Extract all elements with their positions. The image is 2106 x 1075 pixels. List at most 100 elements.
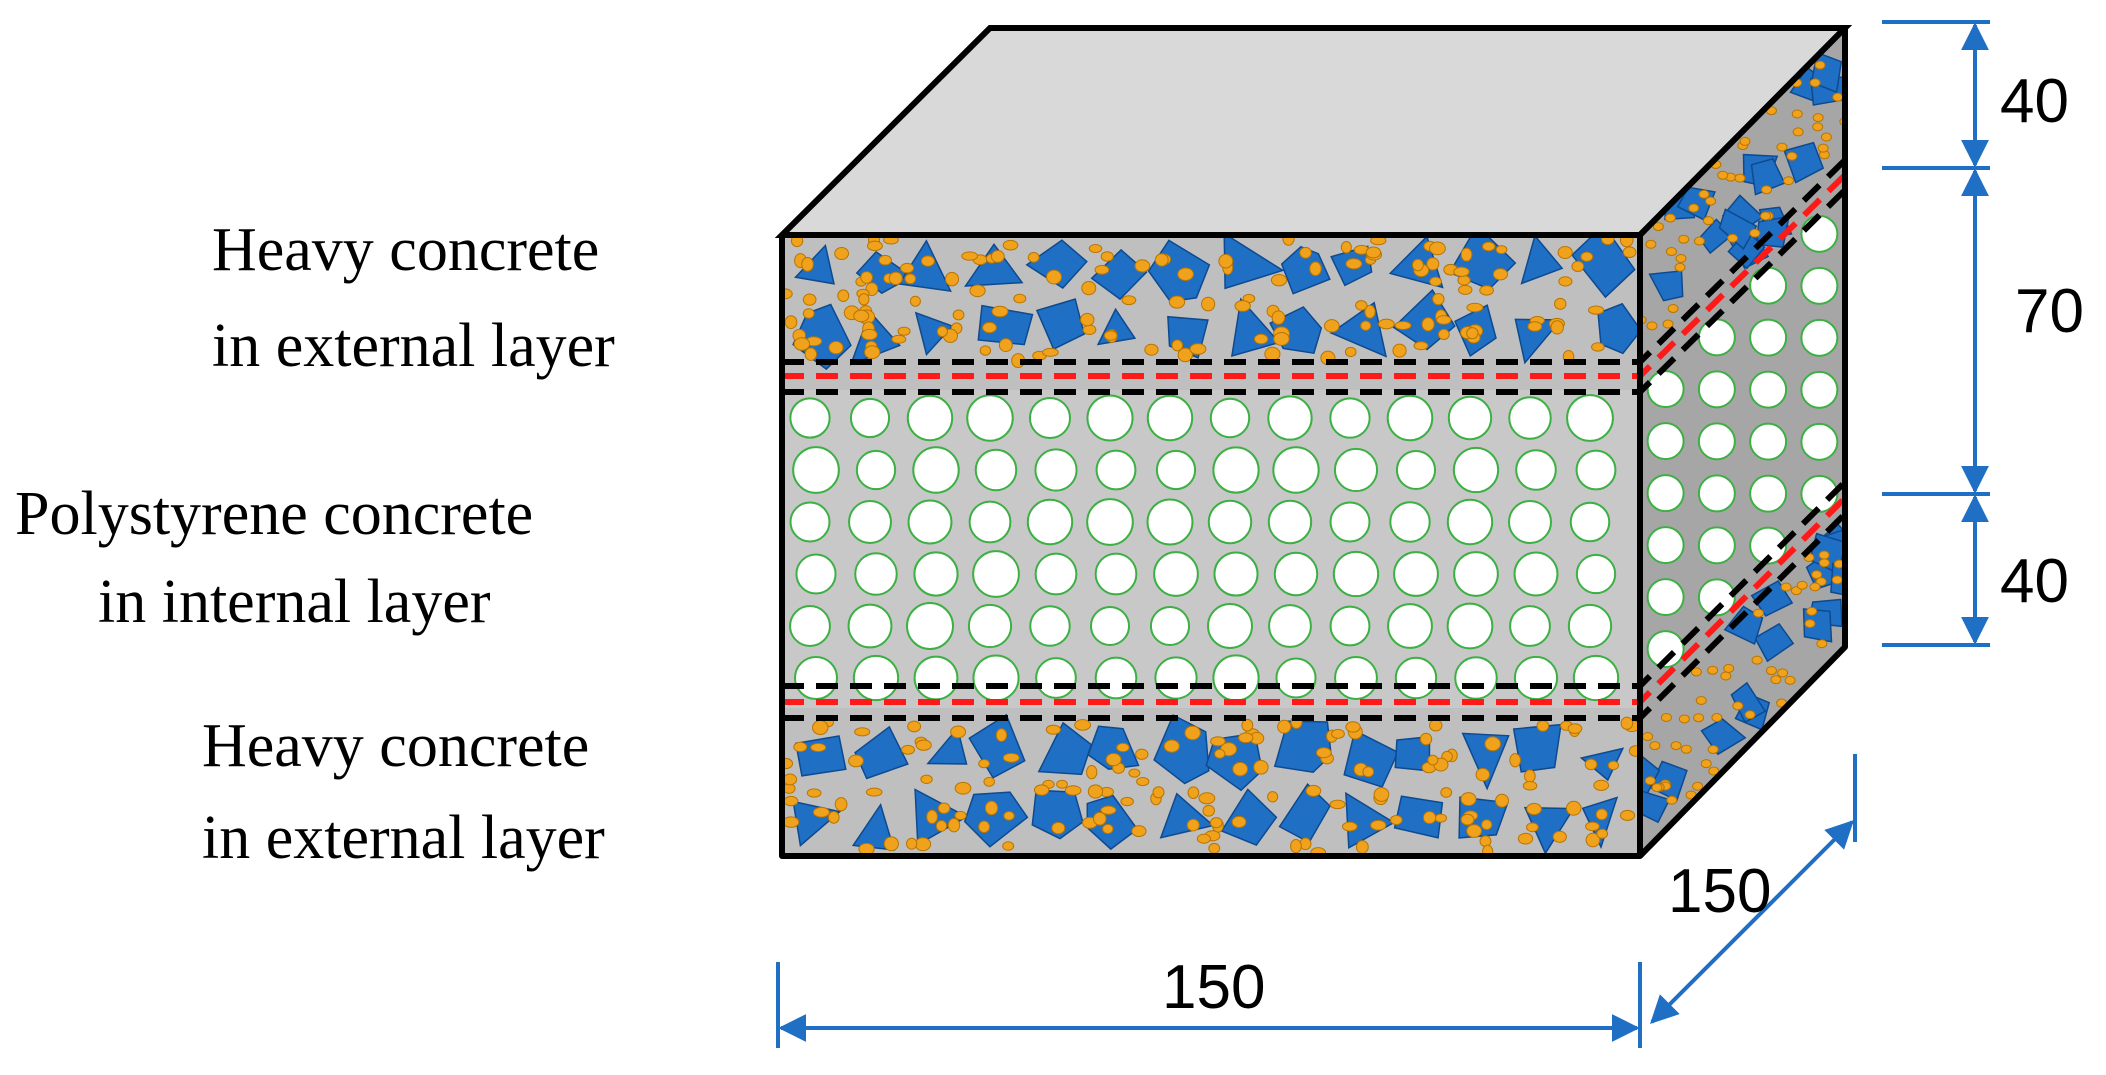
sand-grain	[1734, 173, 1746, 183]
polystyrene-bead	[1800, 474, 1839, 513]
sand-grain	[1739, 136, 1751, 146]
aggregate-particle	[1730, 681, 1767, 724]
sand-grain	[1432, 293, 1445, 306]
polystyrene-bead	[1034, 448, 1078, 492]
aggregate-particle	[964, 243, 1024, 287]
aggregate-particle	[1718, 208, 1758, 250]
sand-grain	[1585, 832, 1601, 848]
polystyrene-bead	[1800, 422, 1839, 461]
polystyrene-bead	[1267, 499, 1313, 545]
sand-grain	[952, 309, 965, 321]
aggregate-particle	[1345, 791, 1396, 850]
sand-grain	[983, 776, 995, 787]
aggregate-particle	[914, 311, 954, 357]
sand-grain	[853, 309, 870, 323]
sand-grain	[1585, 821, 1600, 832]
polystyrene-bead	[1212, 654, 1260, 702]
polystyrene-bead	[1086, 498, 1134, 546]
polystyrene-bead	[1387, 603, 1433, 649]
aggregate-particle	[1230, 297, 1281, 358]
sand-grain	[1749, 228, 1761, 238]
sand-grain	[1196, 833, 1211, 844]
sand-grain	[1440, 787, 1453, 798]
polystyrene-bead	[1329, 501, 1371, 543]
sand-grain	[1460, 813, 1475, 826]
aggregate-particle	[1520, 235, 1564, 285]
sand-grain	[1429, 276, 1442, 287]
sand-grain	[1198, 792, 1216, 805]
polystyrene-bead	[1800, 214, 1839, 253]
side-face-texture	[1640, 51, 1845, 824]
sand-grain	[920, 255, 935, 267]
sand-grain	[793, 337, 811, 351]
sand-grain	[1593, 779, 1610, 791]
sand-grain	[1177, 347, 1193, 363]
polystyrene-bead	[1034, 552, 1078, 596]
sand-grain	[1692, 781, 1704, 791]
sand-grain	[1214, 748, 1226, 759]
sand-grain	[1595, 808, 1608, 821]
sand-grain	[1667, 303, 1679, 313]
polystyrene-bead	[1094, 656, 1138, 700]
sand-grain	[1299, 246, 1312, 259]
sand-grain	[1045, 724, 1061, 735]
sand-grain	[1086, 764, 1098, 780]
sand-grain	[1690, 667, 1702, 677]
sand-grain	[1526, 822, 1539, 833]
sand-grain	[1818, 550, 1830, 560]
sand-grain	[1702, 216, 1714, 226]
sand-grain	[990, 249, 1005, 263]
sand-grain	[1419, 732, 1433, 746]
dimension-lines	[776, 20, 1990, 1048]
polystyrene-bead	[1800, 318, 1839, 357]
sand-grain	[1046, 269, 1063, 285]
aggregate-particle	[1086, 794, 1139, 851]
aggregate-particle	[1723, 605, 1764, 646]
dimension-depth: 150	[1668, 857, 1771, 926]
sand-grain	[1765, 666, 1777, 676]
label-bottom-layer-line1: Heavy concrete	[202, 712, 589, 780]
sand-grain	[935, 819, 948, 832]
sand-grain	[1666, 795, 1678, 805]
polystyrene-bead	[907, 499, 953, 545]
dimension-width: 150	[1162, 953, 1265, 1022]
sand-grain	[1002, 841, 1015, 851]
polystyrene-bead	[1513, 655, 1559, 701]
aggregate-particle	[1037, 721, 1093, 776]
sand-grain	[810, 742, 827, 753]
sand-grain	[1550, 320, 1564, 335]
sand-grain	[1100, 805, 1117, 815]
aggregate-particle	[1393, 795, 1444, 839]
sand-grain	[1100, 251, 1114, 262]
sand-grain	[1557, 246, 1573, 260]
polystyrene-bead	[1209, 397, 1251, 439]
polystyrene-bead	[1697, 422, 1736, 461]
sand-grain	[961, 251, 979, 261]
sand-grain	[1270, 273, 1288, 287]
sand-grain	[1678, 714, 1690, 724]
sand-grain	[1437, 328, 1450, 341]
polystyrene-bead	[912, 446, 960, 494]
sand-grain	[1092, 811, 1107, 826]
dimension-height-middle: 70	[2015, 277, 2084, 346]
aggregate-particle	[1278, 783, 1331, 844]
sand-grain	[1688, 203, 1700, 213]
sand-grain	[1355, 840, 1369, 854]
heavy-concrete-texture-bottom	[782, 713, 1640, 856]
sand-grain	[1678, 234, 1690, 244]
sand-grain	[978, 820, 991, 834]
sand-grain	[1103, 330, 1118, 341]
sand-grain	[848, 754, 864, 768]
sand-grain	[1814, 60, 1826, 70]
sand-grain	[812, 720, 829, 735]
sand-grain	[1116, 742, 1130, 753]
sand-grain	[1064, 785, 1082, 796]
sand-grain	[1002, 752, 1020, 763]
polystyrene-bead	[1749, 526, 1788, 565]
sand-grain	[860, 271, 873, 284]
sand-grain	[1392, 343, 1407, 358]
sand-grain	[1651, 783, 1663, 793]
sand-grain	[1695, 695, 1707, 705]
sand-grain	[947, 818, 961, 833]
sand-grain	[1434, 813, 1448, 823]
